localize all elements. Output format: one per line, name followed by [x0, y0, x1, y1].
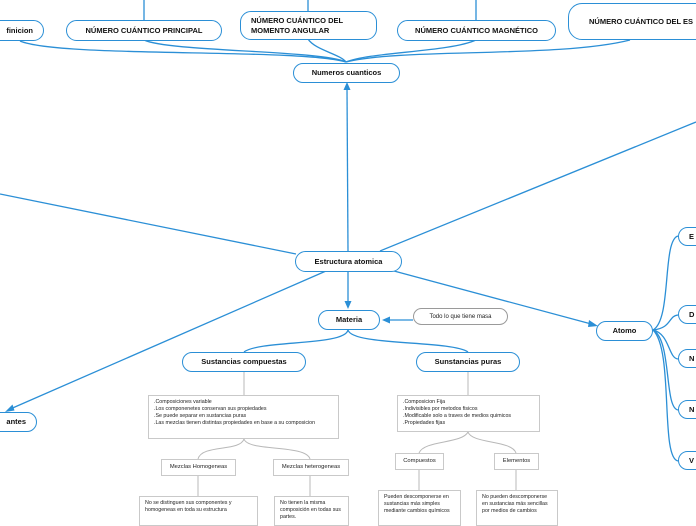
- node-principal-label: NÚMERO CUÁNTICO PRINCIPAL: [85, 25, 203, 35]
- box-elementos[interactable]: Elementos: [494, 453, 539, 470]
- node-definicion-label: finicion: [6, 25, 33, 35]
- node-atomo-child-v[interactable]: V: [678, 451, 696, 470]
- connector-estructura-right: [379, 121, 696, 252]
- node-numero-cuantico-momento-angular[interactable]: NÚMERO CUÁNTICO DEL MOMENTO ANGULAR: [240, 11, 377, 40]
- node-magnetico-label: NÚMERO CUÁNTICO MAGNÉTICO: [415, 25, 538, 35]
- connector-estructura-atomo: [393, 270, 596, 326]
- node-atomo-child-n1-label: N: [689, 353, 695, 363]
- node-atomo-label: Atomo: [612, 326, 637, 336]
- connector-atomo-v: [652, 329, 679, 462]
- box-compuestos-descripcion[interactable]: Pueden descomponerse en sustancias más s…: [378, 490, 461, 526]
- node-atomo-child-d[interactable]: D: [678, 305, 696, 324]
- node-numero-cuantico-magnetico[interactable]: NÚMERO CUÁNTICO MAGNÉTICO: [397, 20, 556, 41]
- box-puras-descripcion[interactable]: .Composicion Fija .Indivisibles por meto…: [397, 395, 540, 432]
- note-todo-lo-que-tiene-masa[interactable]: Todo lo que tiene masa: [413, 308, 508, 325]
- node-atomo[interactable]: Atomo: [596, 321, 653, 341]
- node-numeros-cuanticos-label: Numeros cuanticos: [311, 68, 382, 78]
- arrowhead-atomo: [588, 320, 598, 327]
- node-atomo-child-v-label: V: [689, 455, 695, 465]
- node-numero-cuantico-principal[interactable]: NÚMERO CUÁNTICO PRINCIPAL: [66, 20, 222, 41]
- connector-atomo-e: [652, 235, 679, 331]
- connector-desc-homogeneas: [197, 438, 245, 460]
- node-materia[interactable]: Materia: [318, 310, 380, 330]
- connector-desc-compuestos: [418, 431, 469, 454]
- node-atomo-child-n2[interactable]: N: [678, 400, 696, 419]
- node-sustancias-puras-label: Sunstancias puras: [434, 357, 502, 367]
- connector-atomo-d: [652, 314, 679, 331]
- node-definicion[interactable]: finicion: [0, 20, 44, 41]
- node-atomo-child-n2-label: N: [689, 404, 695, 414]
- box-mezclas-homogeneas[interactable]: Mezclas Homogeneas: [161, 459, 236, 476]
- box-elementos-descripcion[interactable]: No pueden descomponerse en sustancias má…: [476, 490, 558, 526]
- node-atomo-child-e-label: E: [689, 231, 695, 241]
- connector-atomo-n2: [652, 329, 679, 411]
- connector-espin-numeros: [345, 39, 631, 63]
- arrowhead-materia: [344, 301, 352, 309]
- connector-estructura-numeros: [346, 87, 349, 252]
- node-atomo-child-e[interactable]: E: [678, 227, 696, 246]
- connector-definicion-numeros: [19, 40, 347, 63]
- arrowhead-masa: [382, 316, 390, 324]
- node-atomo-child-d-label: D: [689, 309, 695, 319]
- connector-magnetico-numeros: [345, 39, 477, 63]
- box-heterogeneas-descripcion[interactable]: No tienen la misma composición en todas …: [274, 496, 349, 526]
- node-numeros-cuanticos[interactable]: Numeros cuanticos: [293, 63, 400, 83]
- box-mezclas-heterogeneas[interactable]: Mezclas heterogeneas: [273, 459, 349, 476]
- connector-estructura-antes: [7, 270, 327, 411]
- node-atomo-child-n1[interactable]: N: [678, 349, 696, 368]
- node-numero-cuantico-espin[interactable]: NÚMERO CUÁNTICO DEL ES: [568, 3, 696, 40]
- node-sustancias-compuestas-label: Sustancias compuestas: [201, 357, 287, 367]
- connector-materia-puras: [347, 329, 469, 353]
- connector-momento-numeros: [307, 38, 347, 63]
- note-masa-label: Todo lo que tiene masa: [429, 313, 492, 320]
- connector-estructura-left: [0, 193, 297, 255]
- connector-atomo-n1: [652, 329, 679, 360]
- node-antes[interactable]: antes: [0, 412, 37, 432]
- node-materia-label: Materia: [335, 315, 363, 325]
- connector-desc-heterogeneas: [243, 438, 311, 460]
- connector-materia-compuestas: [243, 329, 349, 353]
- node-sustancias-puras[interactable]: Sunstancias puras: [416, 352, 520, 372]
- node-estructura-atomica-label: Estructura atomica: [314, 256, 383, 266]
- box-compuestos[interactable]: Compuestos: [395, 453, 444, 470]
- arrowhead-numeros: [343, 82, 351, 90]
- node-sustancias-compuestas[interactable]: Sustancias compuestas: [182, 352, 306, 372]
- box-homogeneas-descripcion[interactable]: No se distinguen sus componentes y homog…: [139, 496, 258, 526]
- connector-principal-numeros: [143, 39, 347, 63]
- node-estructura-atomica[interactable]: Estructura atomica: [295, 251, 402, 272]
- node-momento-angular-label: NÚMERO CUÁNTICO DEL MOMENTO ANGULAR: [251, 16, 343, 35]
- arrowhead-antes: [5, 404, 15, 412]
- box-compuestas-descripcion[interactable]: .Composiciones variable .Los componenete…: [148, 395, 339, 439]
- node-antes-label: antes: [6, 417, 26, 427]
- node-espin-label: NÚMERO CUÁNTICO DEL ES: [589, 16, 694, 26]
- connector-desc-elementos: [467, 431, 517, 454]
